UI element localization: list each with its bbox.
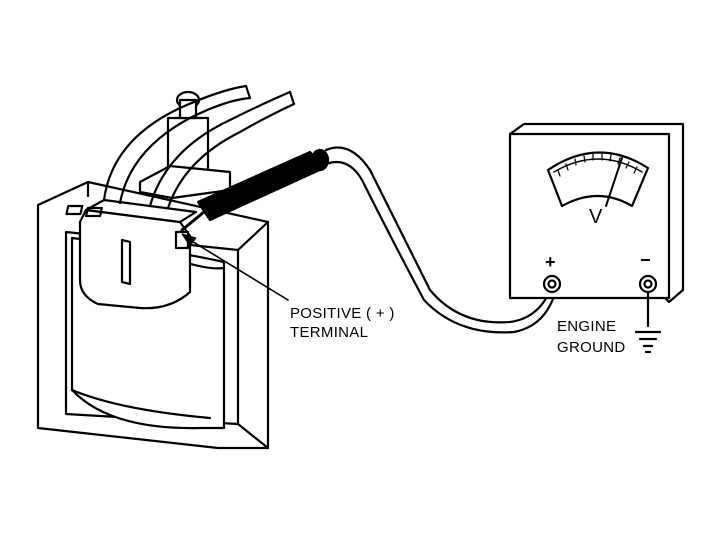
- minus-terminal-symbol: −: [640, 250, 651, 270]
- coil-frame-bottom-edge: [236, 422, 270, 450]
- coil-body-curve: [70, 388, 212, 420]
- voltmeter-dial: [546, 151, 650, 208]
- wire-2-end: [288, 90, 296, 106]
- positive-terminal-label-line2: TERMINAL: [290, 324, 369, 341]
- meter-lead-inner: [324, 160, 558, 334]
- engine-ground-label-line2: GROUND: [557, 339, 626, 356]
- connector-slot-1: [65, 204, 84, 216]
- scale-ticks: [557, 153, 638, 177]
- wire-1-inner: [118, 96, 252, 205]
- positive-terminal-arrowhead: [181, 233, 197, 247]
- meter-probe: [180, 148, 330, 232]
- coil-connector: [78, 208, 192, 310]
- meter-lead-outer: [324, 146, 554, 324]
- engine-ground: [634, 290, 662, 354]
- plus-terminal-symbol: +: [545, 252, 556, 272]
- positive-terminal-label-line1: POSITIVE ( + ): [290, 305, 395, 322]
- wire-1-end: [244, 84, 252, 100]
- voltmeter-scale: [553, 158, 643, 173]
- positive-terminal-pointer: [189, 239, 289, 301]
- voltmeter: [508, 122, 685, 304]
- wire-2-inner: [166, 102, 296, 210]
- connector-top: [84, 198, 198, 224]
- connector-latch: [120, 238, 132, 286]
- wire-1-outer: [102, 84, 248, 202]
- connector-slot-2: [84, 206, 103, 218]
- probe-handle-end: [310, 148, 330, 172]
- coil-frame-side: [236, 220, 270, 252]
- engine-ground-label-line1: ENGINE: [557, 318, 617, 335]
- ignition-coil: [36, 90, 270, 450]
- probe-tip: [180, 210, 206, 232]
- voltmeter-unit: V: [589, 206, 603, 228]
- plus-terminal-center: [547, 279, 557, 289]
- voltmeter-needle: [605, 157, 623, 207]
- minus-terminal-center: [643, 279, 653, 289]
- wire-2-outer: [148, 90, 292, 208]
